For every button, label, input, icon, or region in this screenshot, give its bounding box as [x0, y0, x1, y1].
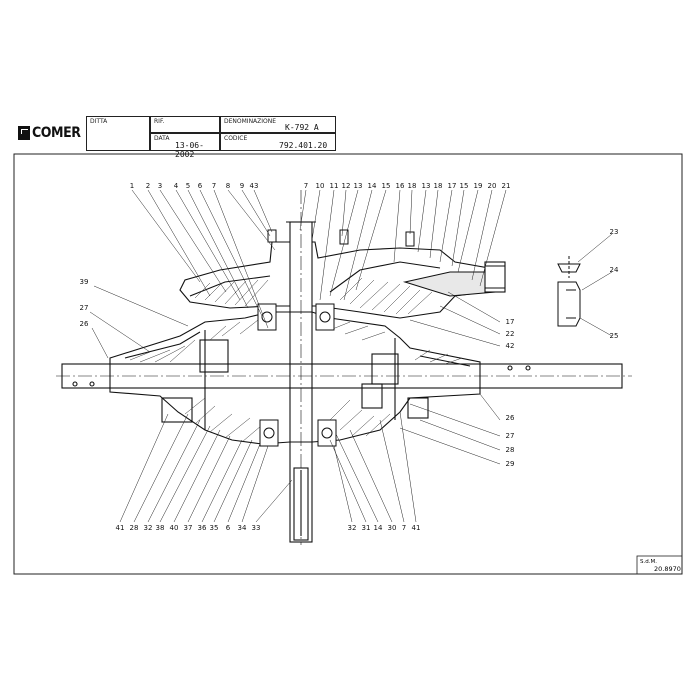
stamp-value: 20.8970 — [654, 565, 681, 573]
callout-bottom-15: 7 — [402, 524, 406, 532]
stamp-box — [636, 555, 683, 575]
callout-top-17: 16 — [396, 182, 405, 190]
callout-top-21: 17 — [448, 182, 457, 190]
callout-bottom-3: 38 — [156, 524, 165, 532]
callout-bottom-1: 28 — [130, 524, 139, 532]
callout-top-0: 1 — [130, 182, 134, 190]
callout-bottom-13: 14 — [374, 524, 383, 532]
upper-housing — [179, 241, 506, 319]
callout-bottom-11: 32 — [348, 524, 357, 532]
callout-top-5: 6 — [198, 182, 203, 190]
drawing-frame — [13, 153, 683, 575]
callout-detail-0: 23 — [610, 228, 619, 236]
callout-bottom-8: 6 — [226, 524, 231, 532]
stamp-label: S.d.M. — [640, 559, 657, 565]
callout-bottom-14: 30 — [388, 524, 397, 532]
callout-top-16: 15 — [382, 182, 391, 190]
callout-bottom-7: 35 — [210, 524, 219, 532]
logo-text: COMER — [32, 125, 81, 141]
codice-label: CODICE — [224, 135, 248, 142]
callout-top-10: 7 — [304, 182, 308, 190]
callout-right-2: 42 — [506, 342, 515, 350]
callout-top-2: 3 — [158, 182, 162, 190]
callout-top-20: 18 — [434, 182, 443, 190]
logo-mark-icon — [18, 126, 30, 140]
callout-bottom-12: 31 — [362, 524, 371, 532]
denominazione-cell: DENOMINAZIONE K-792 A — [220, 116, 336, 133]
callout-top-8: 9 — [240, 182, 244, 190]
ref-cell: RIF. — [150, 116, 220, 133]
callout-bottom-0: 41 — [116, 524, 125, 532]
callout-top-3: 4 — [174, 182, 179, 190]
bearings — [257, 229, 415, 447]
leader-lines — [89, 189, 613, 523]
callout-right-1: 22 — [506, 330, 515, 338]
callout-top-13: 12 — [342, 182, 351, 190]
company-logo: COMER — [18, 125, 88, 142]
callout-top-23: 19 — [474, 182, 483, 190]
denominazione-value: K-792 A — [285, 123, 319, 132]
ref-label: RIF. — [154, 118, 165, 125]
callout-top-25: 21 — [502, 182, 511, 190]
callout-top-7: 8 — [226, 182, 230, 190]
horizontal-shaft — [56, 363, 632, 389]
callout-right-4: 27 — [506, 432, 515, 440]
callout-left-0: 39 — [80, 278, 89, 286]
callout-top-4: 5 — [186, 182, 190, 190]
callout-detail-1: 24 — [610, 266, 619, 274]
callout-bottom-2: 32 — [144, 524, 153, 532]
callout-top-18: 18 — [408, 182, 417, 190]
callout-left-1: 27 — [80, 304, 89, 312]
callout-top-19: 13 — [422, 182, 431, 190]
callout-top-24: 20 — [488, 182, 497, 190]
data-label: DATA — [154, 135, 170, 142]
callout-top-22: 15 — [460, 182, 469, 190]
callout-top-11: 10 — [316, 182, 325, 190]
detail-view — [557, 256, 581, 327]
callout-bottom-10: 33 — [252, 524, 261, 532]
callout-top-15: 14 — [368, 182, 377, 190]
callout-detail-2: 25 — [610, 332, 619, 340]
callout-right-3: 26 — [506, 414, 515, 422]
callout-bottom-5: 37 — [184, 524, 193, 532]
callout-bottom-4: 40 — [170, 524, 179, 532]
callout-top-14: 13 — [354, 182, 363, 190]
callout-right-6: 29 — [506, 460, 515, 468]
callout-left-2: 26 — [80, 320, 89, 328]
callout-bottom-6: 36 — [198, 524, 207, 532]
callout-top-9: 43 — [250, 182, 259, 190]
ditta-label: DITTA — [90, 118, 108, 125]
callout-right-5: 28 — [506, 446, 515, 454]
callout-top-1: 2 — [146, 182, 150, 190]
callout-bottom-16: 41 — [412, 524, 421, 532]
callout-right-0: 17 — [506, 318, 515, 326]
denominazione-label: DENOMINAZIONE — [224, 118, 277, 125]
codice-value: 792.401.20 — [279, 141, 328, 150]
callout-bottom-9: 34 — [238, 524, 247, 532]
callout-top-12: 11 — [330, 182, 339, 190]
codice-cell: CODICE 792.401.20 — [220, 133, 336, 151]
ditta-cell: DITTA — [86, 116, 150, 151]
callout-top-6: 7 — [212, 182, 216, 190]
lower-housing-hatch — [129, 319, 463, 443]
